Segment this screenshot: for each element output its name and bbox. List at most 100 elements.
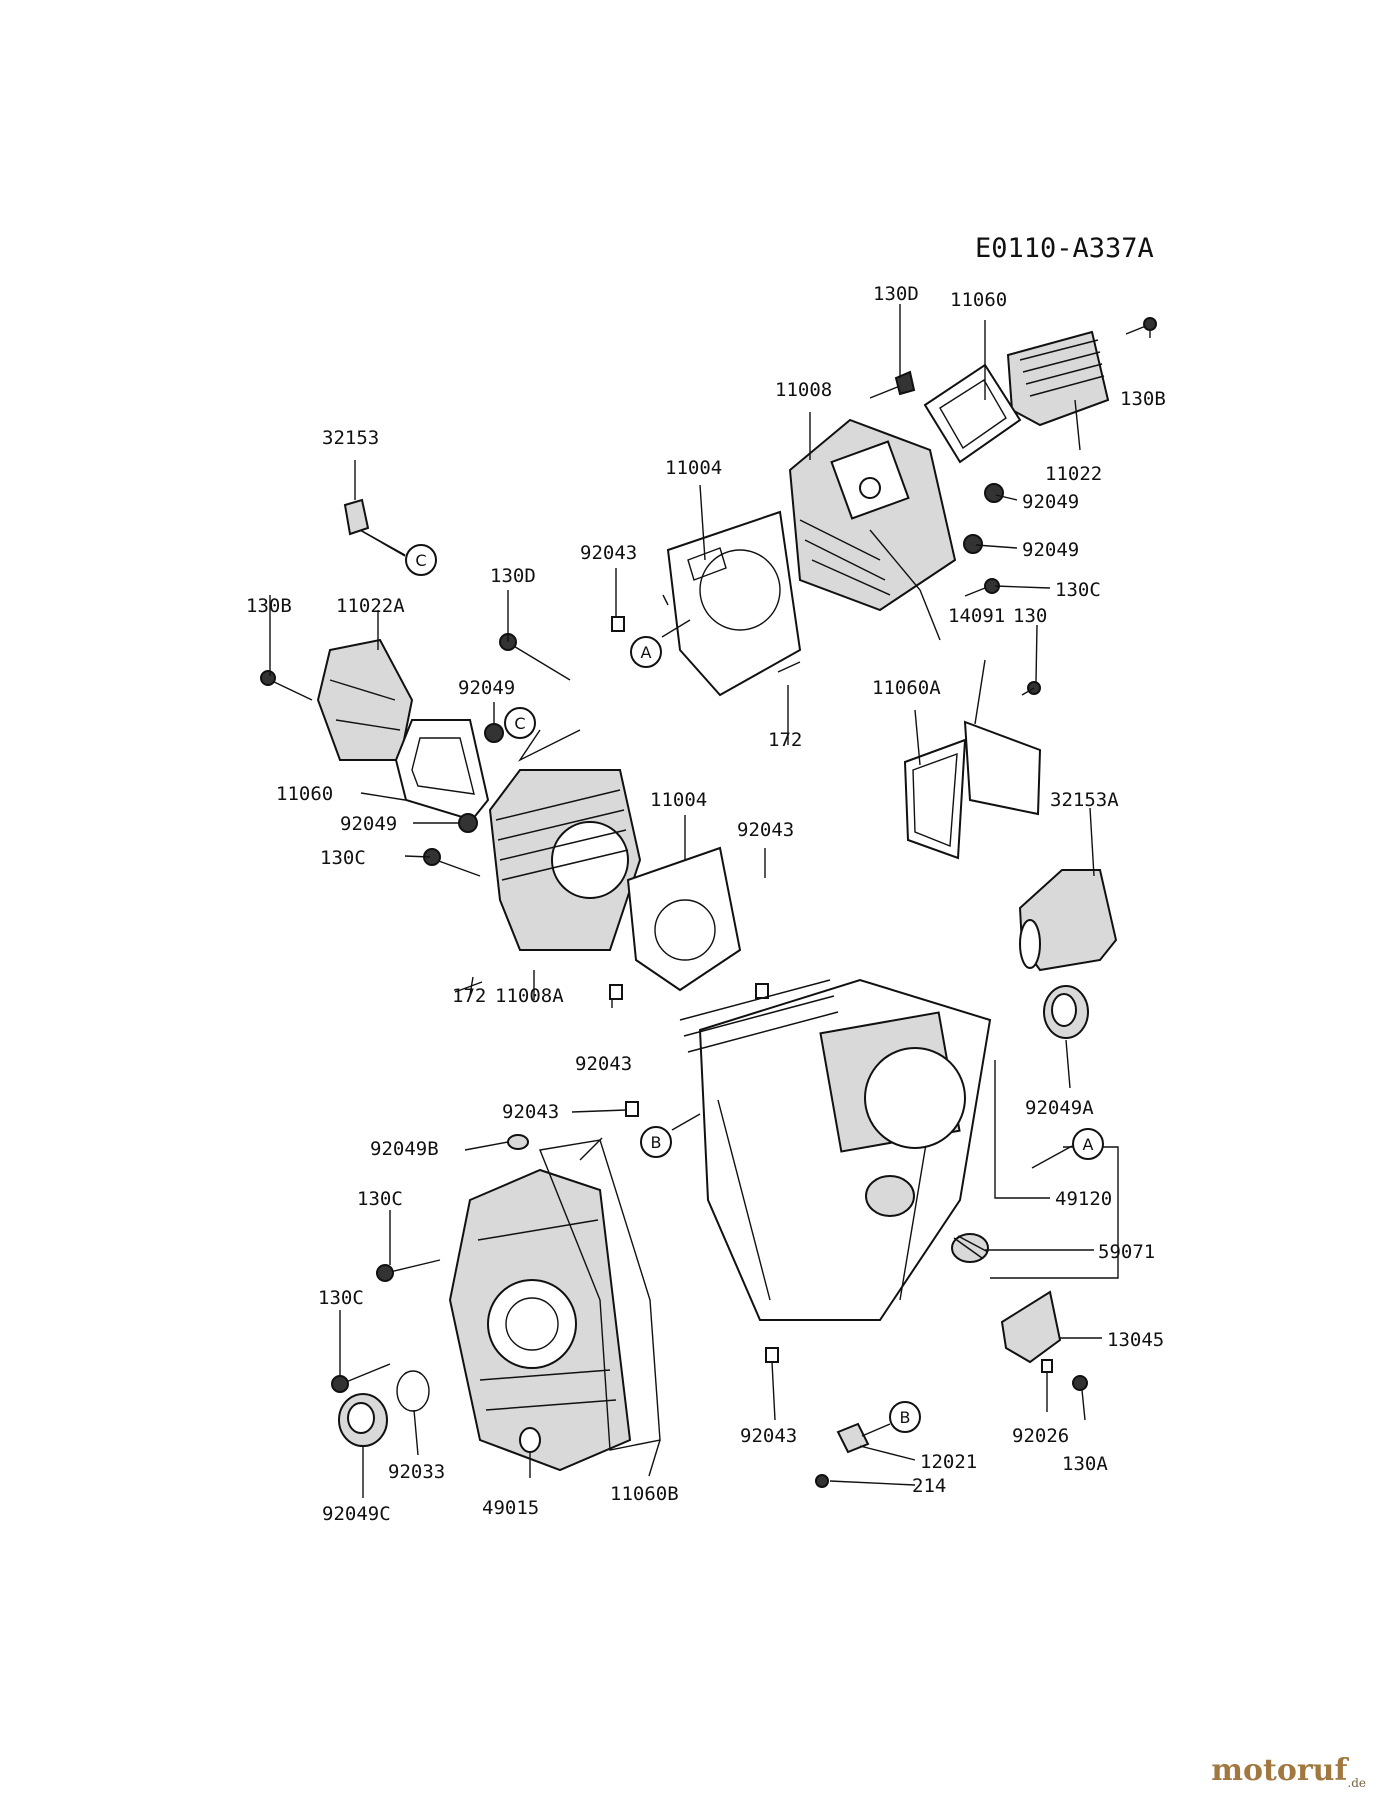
crankcase-cover-icon [448, 1168, 632, 1472]
part-label: 11004 [665, 457, 722, 479]
part-label: 92043 [737, 819, 794, 841]
part-label: 11060 [950, 289, 1007, 311]
part-label: 130C [357, 1188, 403, 1210]
bolt-130c-l2-icon [376, 1259, 441, 1282]
breather-gasket-icon [903, 738, 967, 860]
nut-92049-top-icon [963, 483, 1004, 554]
part-label: 214 [912, 1475, 946, 1497]
rocker-cover-left-icon [316, 638, 414, 761]
dowel-92043-top-icon [611, 616, 625, 632]
callout-b-left-letter: B [651, 1133, 662, 1152]
part-label: 92043 [580, 542, 637, 564]
crankcase-icon [679, 978, 992, 1321]
part-label: 11008A [495, 985, 564, 1007]
callout-b-left: B [640, 1113, 701, 1158]
plug-92026-icon [1041, 1359, 1053, 1373]
bolt-130b-left-icon [260, 670, 313, 701]
callout-c-top: C [359, 529, 437, 576]
part-label: 92049C [322, 1503, 391, 1525]
part-label: 13045 [1107, 1329, 1164, 1351]
callout-a-left-letter: A [641, 643, 652, 662]
brand-logo[interactable]: motoruf.de [1211, 1753, 1366, 1790]
callout-c-top-letter: C [415, 551, 426, 570]
part-label: 49015 [482, 1497, 539, 1519]
part-label: 92049 [1022, 539, 1079, 561]
part-label: 11060A [872, 677, 941, 699]
bolt-130d-top-icon [869, 370, 916, 399]
bolt-130b-top-icon [1125, 317, 1157, 335]
stud-172-top-icon [777, 661, 801, 673]
head-gasket-top-icon [666, 510, 802, 697]
screw-214-icon [815, 1474, 829, 1488]
oil-seal-92049a-icon [1043, 985, 1089, 1039]
rocker-cover-top-icon [1006, 330, 1110, 427]
snap-ring-92033-icon [396, 1370, 430, 1412]
part-label: 11060B [610, 1483, 679, 1505]
part-label: 14091 [948, 605, 1005, 627]
cylinder-head-top-icon [788, 418, 957, 612]
rocker-gasket-left-icon [394, 719, 490, 822]
part-label: 130A [1062, 1453, 1108, 1475]
callout-b-bottom: B [861, 1401, 921, 1437]
bolt-130d-mid-icon [499, 633, 571, 681]
part-label: 130D [873, 283, 919, 305]
callout-b-bottom-letter: B [900, 1408, 911, 1427]
part-label: 92049 [340, 813, 397, 835]
part-label: 32153A [1050, 789, 1119, 811]
bolt-130c-l3-icon [331, 1363, 391, 1393]
part-label: 130C [320, 847, 366, 869]
rocker-gasket-top-icon [923, 363, 1022, 464]
part-label: 92043 [502, 1101, 559, 1123]
part-label: 92049 [458, 677, 515, 699]
part-label: 12021 [920, 1451, 977, 1473]
callout-a-right-letter: A [1083, 1135, 1094, 1154]
part-label: 130 [1013, 605, 1047, 627]
part-label: 130B [246, 595, 292, 617]
guard-13045-icon [1000, 1290, 1062, 1364]
callout-a-left: A [630, 619, 691, 668]
diagram-code: E0110-A337A [975, 233, 1154, 264]
part-label: 49120 [1055, 1188, 1112, 1210]
part-label: 92043 [575, 1053, 632, 1075]
bolt-130c-top-icon [964, 578, 1000, 597]
cylinder-head-left-icon [488, 769, 642, 951]
bolt-130a-icon [1072, 1375, 1088, 1391]
part-label: 11060 [276, 783, 333, 805]
bolt-130c-left-icon [423, 848, 481, 877]
plate-12021-icon [836, 1422, 870, 1454]
stud-172-mid-icon [454, 981, 483, 993]
filter-59071-icon [951, 1233, 989, 1263]
part-label: 92049A [1025, 1097, 1094, 1119]
oil-seal-92049c-icon [338, 1393, 388, 1447]
part-label: 92043 [740, 1425, 797, 1447]
callout-a-right: A [1031, 1128, 1104, 1169]
brand-name: motoruf [1211, 1753, 1348, 1788]
breather-cover-icon [963, 720, 1042, 816]
part-label: 130B [1120, 388, 1166, 410]
part-label: 92033 [388, 1461, 445, 1483]
dowel-92043-mid-icon [609, 983, 779, 1363]
part-label: 130C [318, 1287, 364, 1309]
part-label: 11022A [336, 595, 405, 617]
part-label: 32153 [322, 427, 379, 449]
head-gasket-left-icon [626, 846, 742, 992]
callout-c-mid-letter: C [514, 714, 525, 733]
cover-32153a-icon [1018, 869, 1118, 972]
part-label: 11004 [650, 789, 707, 811]
part-label: 130D [490, 565, 536, 587]
part-label: 172 [452, 985, 486, 1007]
part-label: 172 [768, 729, 802, 751]
plug-92049b-icon [507, 1134, 529, 1150]
part-label: 92049B [370, 1138, 439, 1160]
part-label: 59071 [1098, 1241, 1155, 1263]
bracket-32153-icon [343, 498, 370, 536]
part-label: 92026 [1012, 1425, 1069, 1447]
part-label: 11022 [1045, 463, 1102, 485]
part-labels: 130D 11060 130B 11008 11022 11004 92049 … [246, 283, 1166, 1525]
part-label: 11008 [775, 379, 832, 401]
part-label: 130C [1055, 579, 1101, 601]
brand-suffix: .de [1347, 1776, 1366, 1790]
callout-c-mid: C [504, 707, 536, 739]
